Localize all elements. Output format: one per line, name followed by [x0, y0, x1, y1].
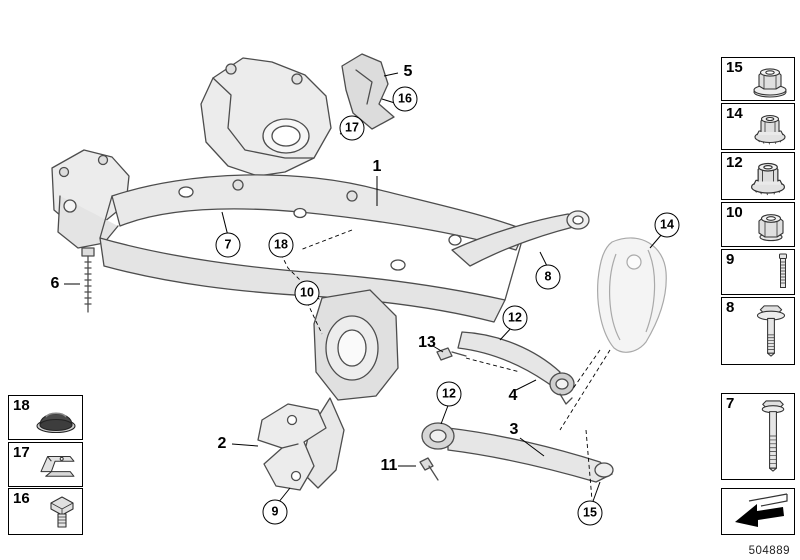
part-box-number: 9 [726, 251, 735, 268]
callout-7[interactable]: 7 [215, 232, 241, 258]
callout-10[interactable]: 10 [294, 280, 320, 306]
part-box-15[interactable]: 15 [721, 57, 795, 101]
callout-9[interactable]: 9 [262, 499, 288, 525]
direction-arrow-icon [731, 491, 791, 533]
long-bolt-icon [755, 397, 791, 477]
callout-13[interactable]: 13 [418, 334, 436, 351]
spring-clip-icon [35, 449, 79, 481]
part-box-number: 14 [726, 105, 743, 122]
flange-nut-icon [749, 107, 791, 147]
flange-nut-large-icon [745, 154, 791, 198]
part-number: 504889 [748, 545, 790, 557]
callout-12[interactable]: 12 [436, 381, 462, 407]
part-box-7[interactable]: 7 [721, 393, 795, 480]
part-box-number: 17 [13, 444, 30, 461]
view-direction-box[interactable] [721, 488, 795, 535]
part-box-16[interactable]: 16 [8, 488, 83, 535]
part-box-14[interactable]: 14 [721, 103, 795, 150]
rubber-cap-icon [33, 400, 79, 436]
callout-2[interactable]: 2 [217, 435, 227, 452]
callout-11[interactable]: 11 [380, 457, 398, 474]
callout-14[interactable]: 14 [654, 212, 680, 238]
part-box-number: 10 [726, 204, 743, 221]
part-box-8[interactable]: 8 [721, 297, 795, 365]
callout-16[interactable]: 16 [392, 86, 418, 112]
callout-5[interactable]: 5 [403, 63, 413, 80]
part-box-10[interactable]: 10 [721, 202, 795, 247]
stud-icon [775, 252, 791, 292]
callout-18[interactable]: 18 [268, 232, 294, 258]
part-box-number: 15 [726, 59, 743, 76]
callout-1[interactable]: 1 [372, 158, 382, 175]
part-box-number: 16 [13, 490, 30, 507]
bolt-with-washer-icon [751, 302, 791, 360]
part-box-number: 7 [726, 395, 735, 412]
part-box-9[interactable]: 9 [721, 249, 795, 295]
callout-15[interactable]: 15 [577, 500, 603, 526]
part-box-number: 18 [13, 397, 30, 414]
nut-washer-icon [749, 59, 791, 99]
callout-4[interactable]: 4 [508, 387, 518, 404]
part-box-number: 12 [726, 154, 743, 171]
part-box-18[interactable]: 18 [8, 395, 83, 440]
callout-8[interactable]: 8 [535, 264, 561, 290]
callout-3[interactable]: 3 [509, 421, 519, 438]
callout-6[interactable]: 6 [50, 275, 60, 292]
callout-12[interactable]: 12 [502, 305, 528, 331]
hex-nut-icon [751, 207, 791, 243]
part-box-12[interactable]: 12 [721, 152, 795, 200]
part-box-number: 8 [726, 299, 735, 316]
hex-bolt-icon [45, 493, 79, 531]
callout-17[interactable]: 17 [339, 115, 365, 141]
part-box-17[interactable]: 17 [8, 442, 83, 487]
